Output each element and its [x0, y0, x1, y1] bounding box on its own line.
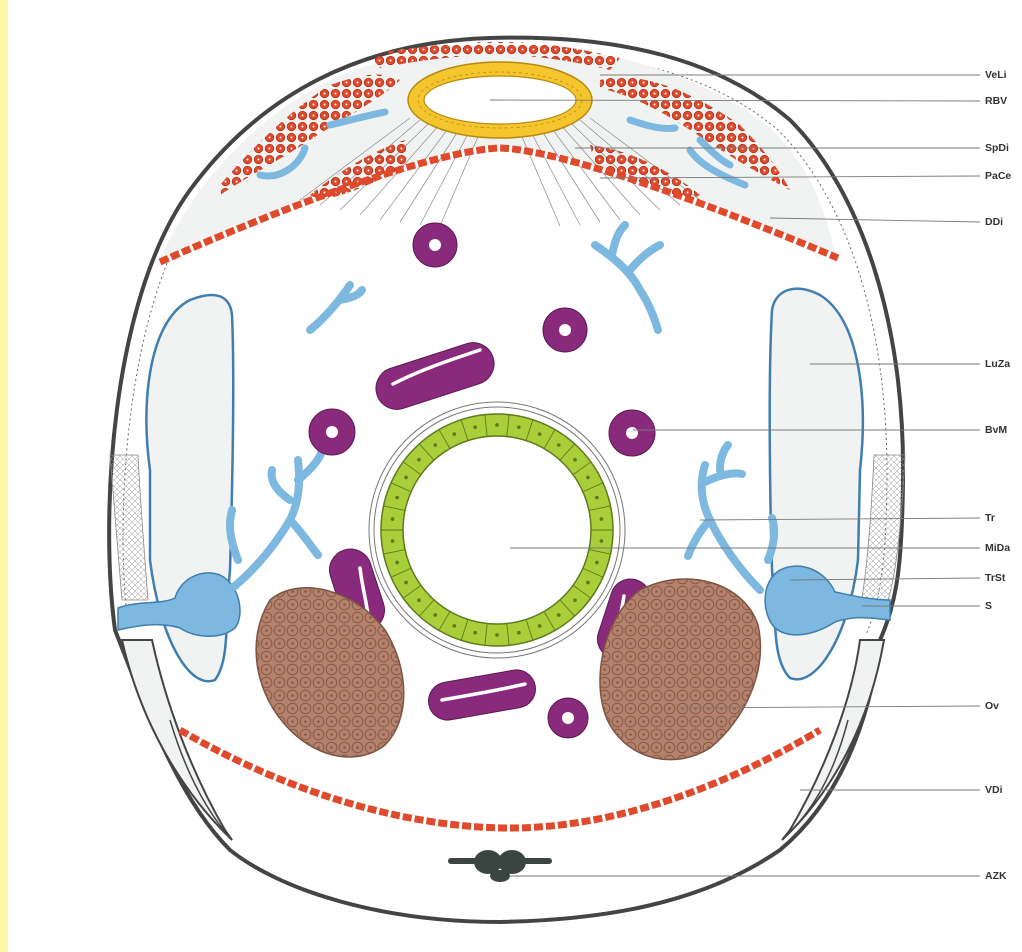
- midgut-cell-nucleus: [434, 444, 437, 447]
- midgut-cell-nucleus: [434, 614, 437, 617]
- midgut-cell-nucleus: [391, 540, 394, 543]
- midgut-cell-nucleus: [595, 496, 598, 499]
- label-mida: MiDa: [985, 542, 1010, 554]
- label-pace: PaCe: [985, 170, 1011, 182]
- midgut-cell-nucleus: [574, 458, 577, 461]
- midgut-cell-nucleus: [396, 561, 399, 564]
- midgut-cell-nucleus: [496, 424, 499, 427]
- label-azk: AZK: [985, 870, 1007, 882]
- midgut-cell-nucleus: [405, 476, 408, 479]
- label-vdi: VDi: [985, 784, 1003, 796]
- label-s: S: [985, 600, 992, 612]
- midgut-cell-nucleus: [391, 518, 394, 521]
- midgut-cell-nucleus: [474, 426, 477, 429]
- midgut-cell-nucleus: [517, 631, 520, 634]
- midgut-cell-nucleus: [474, 631, 477, 634]
- midgut-cell-nucleus: [587, 581, 590, 584]
- label-ddi: DDi: [985, 216, 1003, 228]
- midgut-cell-nucleus: [600, 518, 603, 521]
- midgut-cell-nucleus: [496, 634, 499, 637]
- midgut-cell-nucleus: [405, 581, 408, 584]
- midgut-cell-nucleus: [557, 614, 560, 617]
- label-veli: VeLi: [985, 69, 1007, 81]
- midgut-cell-nucleus: [418, 599, 421, 602]
- label-spdi: SpDi: [985, 142, 1009, 154]
- midgut-cell-nucleus: [538, 625, 541, 628]
- label-trst: TrSt: [985, 572, 1005, 584]
- midgut-cell-nucleus: [453, 625, 456, 628]
- midgut-cell-nucleus: [595, 561, 598, 564]
- midgut-cell-nucleus: [587, 476, 590, 479]
- midgut-cell-nucleus: [396, 496, 399, 499]
- label-tr: Tr: [985, 512, 995, 524]
- midgut-cell-nucleus: [574, 599, 577, 602]
- label-bvm: BvM: [985, 424, 1007, 436]
- midgut-cell-nucleus: [517, 426, 520, 429]
- midgut-cell-nucleus: [557, 444, 560, 447]
- label-rbv: RBV: [985, 95, 1007, 107]
- midgut-cell-nucleus: [600, 540, 603, 543]
- label-luza: LuZa: [985, 358, 1010, 370]
- midgut-cell-nucleus: [453, 433, 456, 436]
- midgut-cell-nucleus: [418, 458, 421, 461]
- label-ov: Ov: [985, 700, 999, 712]
- midgut-cell-nucleus: [538, 433, 541, 436]
